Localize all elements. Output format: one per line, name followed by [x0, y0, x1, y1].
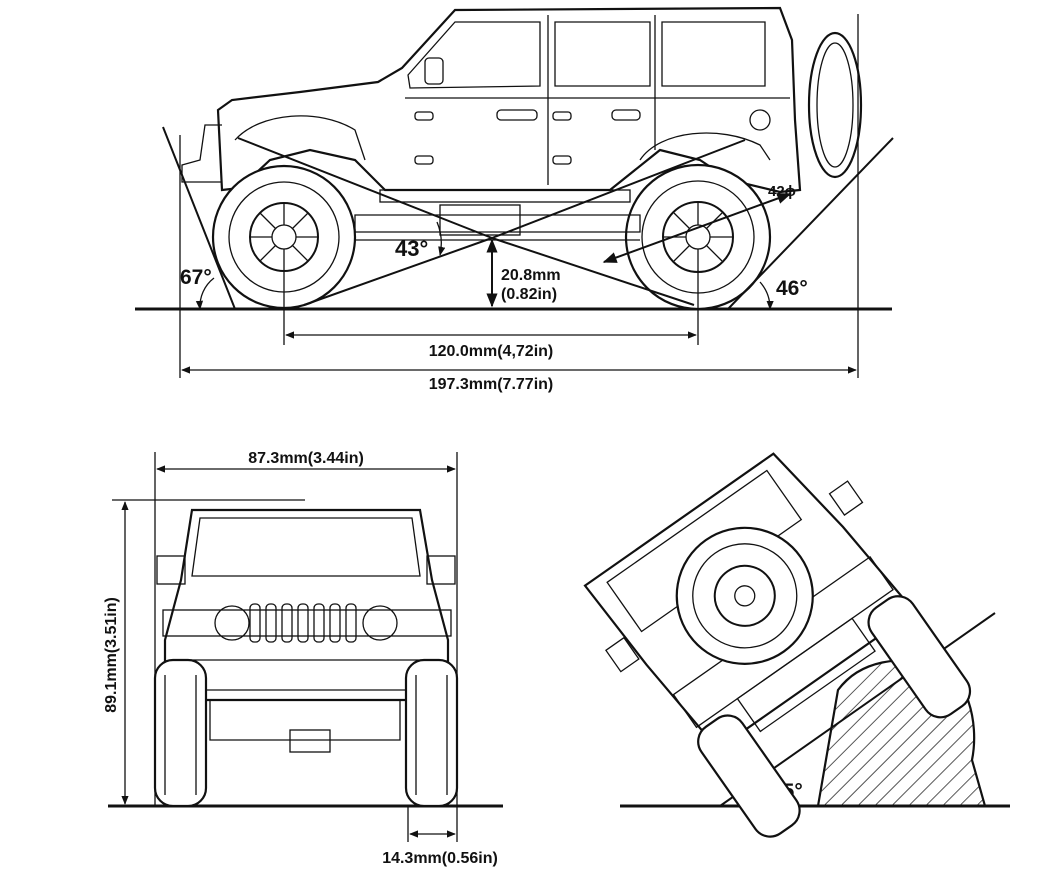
side-chassis — [354, 204, 641, 241]
side-vehicle-body — [181, 6, 802, 203]
approach-angle-arc — [195, 277, 215, 310]
overall-length-label: 197.3mm(7.77in) — [429, 376, 554, 393]
departure-angle-arc — [759, 281, 774, 310]
front-left-tire — [153, 658, 208, 808]
tire-width-label: 14.3mm(0.56in) — [382, 850, 498, 867]
breakover-line-rear-low — [491, 237, 695, 306]
side-spare-tire — [807, 31, 863, 179]
tire-diameter-label: 42ϕ — [768, 183, 796, 200]
breakover-angle-label: 43° — [395, 236, 428, 261]
front-height-label: 89.1mm(3.51in) — [103, 597, 120, 713]
front-width-label: 87.3mm(3.44in) — [248, 450, 364, 467]
approach-angle-line — [162, 126, 236, 310]
ground-clearance-mm: 20.8mm — [501, 267, 561, 284]
wheelbase-label: 120.0mm(4,72in) — [429, 343, 554, 360]
departure-angle-line — [727, 137, 894, 310]
rear-tilt-view: 35° — [583, 452, 1010, 838]
approach-angle-label: 67° — [180, 266, 212, 289]
breakover-angle-arc — [436, 221, 446, 256]
rear-tilted-vehicle — [583, 452, 972, 838]
breakover-line-rear — [491, 139, 746, 239]
front-right-tire — [404, 658, 459, 808]
tire-diameter-line — [602, 193, 792, 263]
breakover-line-front — [237, 137, 493, 239]
departure-angle-label: 46° — [776, 277, 808, 300]
side-view: 67° 43° 46° 42ϕ 20.8mm (0.82in) 120.0mm(… — [135, 6, 894, 393]
ground-clearance-in: (0.82in) — [501, 286, 557, 303]
rear-spare-tire — [675, 526, 814, 665]
side-front-tire — [211, 164, 357, 310]
front-view: 87.3mm(3.44in) 89.1mm(3.51in) — [103, 450, 503, 867]
breakover-line-front-low — [303, 237, 493, 306]
